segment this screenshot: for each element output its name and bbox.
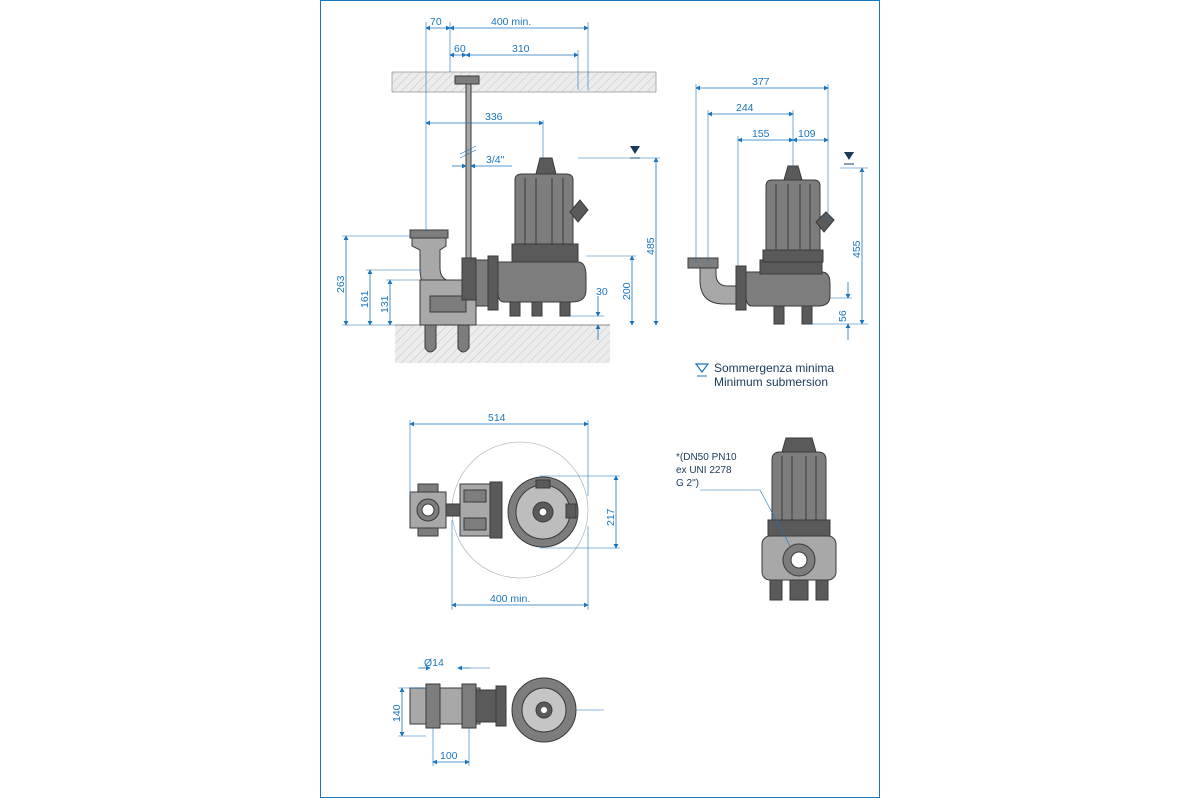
front-view: *(DN50 PN10 ex UNI 2278 G 2") [676, 437, 837, 601]
dim-400-min-top: 400 min. [491, 16, 531, 28]
dim-244: 244 [736, 102, 754, 114]
dim-485: 485 [645, 237, 657, 255]
legend-line-1: Sommergenza minima [714, 361, 834, 375]
dim-109: 109 [798, 128, 816, 140]
pump-motor-right [765, 179, 821, 251]
dim-310: 310 [512, 43, 530, 55]
dim-200: 200 [621, 282, 633, 300]
dim-30: 30 [596, 286, 608, 298]
dim-60: 60 [454, 43, 466, 55]
pump-view-dimensions: 377 244 155 109 455 56 [695, 76, 868, 340]
front-note-line-3: G 2") [676, 478, 699, 489]
dim-56: 56 [837, 310, 849, 322]
dim-155: 155 [752, 128, 770, 140]
front-note-line-2: ex UNI 2278 [676, 465, 732, 476]
guide-rail [465, 77, 472, 267]
bottom-view [409, 677, 604, 743]
dim-336: 336 [485, 111, 503, 123]
legend-line-2: Minimum submersion [714, 375, 828, 389]
bottom-view-dimensions: Ø14 140 100 [391, 657, 490, 766]
front-note-line-1: *(DN50 PN10 [676, 452, 737, 463]
dim-131: 131 [379, 295, 391, 313]
dim-400-min-plan: 400 min. [490, 593, 530, 605]
side-view [391, 71, 657, 363]
dim-140: 140 [391, 704, 403, 722]
side-view-dimensions: 70 400 min. 60 310 336 3/4" 485 200 30 2… [335, 16, 660, 340]
dim-phi-14: Ø14 [424, 657, 444, 669]
dim-455: 455 [851, 240, 863, 258]
dim-161: 161 [359, 290, 371, 308]
legend: Sommergenza minima Minimum submersion [694, 361, 834, 389]
front-motor [771, 451, 827, 521]
dim-100: 100 [440, 750, 458, 762]
dim-3-4-inch: 3/4" [486, 154, 505, 166]
dim-217: 217 [605, 508, 617, 526]
dim-263: 263 [335, 275, 347, 293]
pump-view [687, 152, 854, 325]
pump-motor [514, 173, 574, 245]
legend-water-level-icon [694, 363, 710, 373]
plan-view [409, 441, 589, 579]
dim-514: 514 [488, 412, 506, 424]
plan-view-dimensions: 514 217 400 min. [409, 412, 620, 610]
ceiling-slab [391, 71, 657, 93]
water-level-icon [630, 146, 640, 154]
drawing-frame [320, 0, 880, 798]
dim-70: 70 [430, 16, 442, 28]
pump-volute-right [745, 271, 831, 307]
pump-volute [497, 261, 587, 303]
dim-377: 377 [752, 76, 770, 88]
